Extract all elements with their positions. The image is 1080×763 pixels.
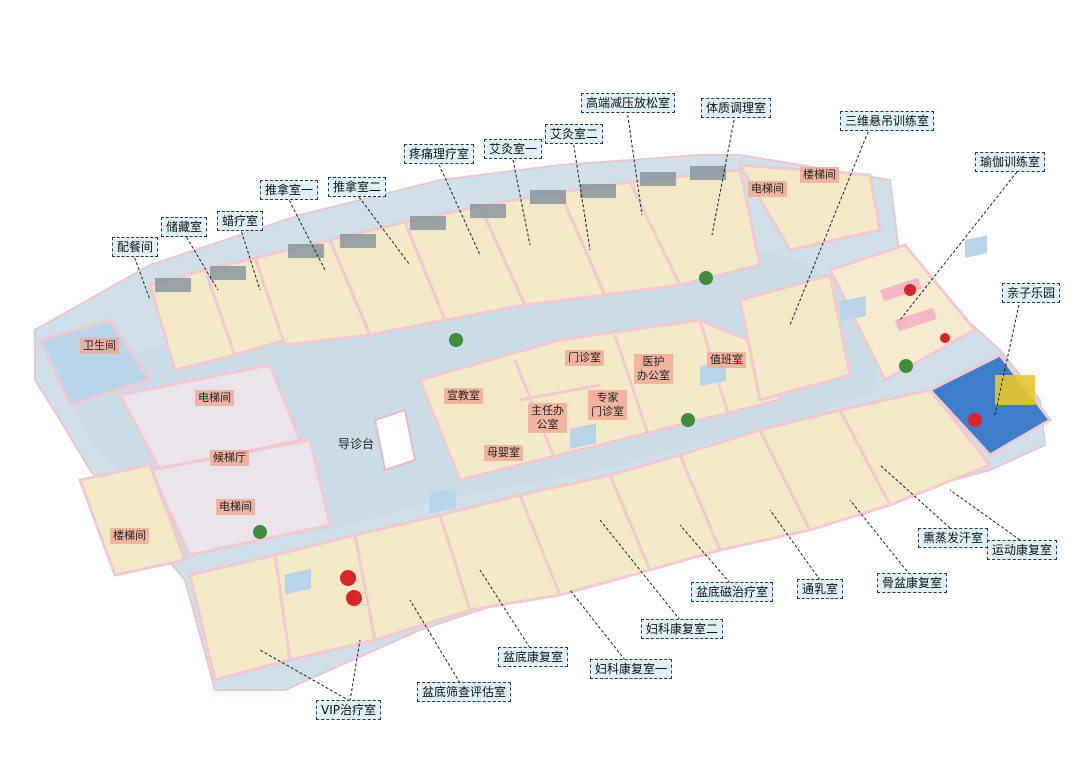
- callout-fuke2: 妇科康复室二: [641, 619, 724, 639]
- top-row-rooms: [148, 168, 762, 372]
- room-label-zhuren: 主任办 公室: [528, 403, 567, 433]
- callout-pendi-shaicha: 盆底筛查评估室: [417, 682, 512, 702]
- room-label-dianti-left2: 电梯间: [216, 499, 255, 515]
- callout-vip: VIP治疗室: [316, 700, 381, 720]
- room-label-yihu: 医护 办公室: [634, 354, 673, 384]
- callout-gupen: 骨盆康复室: [877, 573, 948, 593]
- callout-qinzi: 亲子乐园: [1002, 283, 1061, 303]
- callout-aijiu2: 艾灸室二: [545, 124, 604, 144]
- elevator-block: [117, 363, 303, 472]
- leader-lines: [132, 109, 1021, 702]
- room-label-houti: 候梯厅: [210, 450, 249, 466]
- callout-fuke1: 妇科康复室一: [590, 659, 673, 679]
- vip-chair: [346, 590, 362, 606]
- room-label-menzhen: 门诊室: [565, 350, 604, 366]
- kids-playground: [927, 353, 1053, 457]
- callout-tengtong: 疼痛理疗室: [404, 144, 475, 164]
- exercise-ball: [904, 284, 916, 296]
- callout-peican: 配餐间: [112, 237, 159, 257]
- callout-yujia: 瑜伽训练室: [975, 152, 1046, 172]
- elevator-block: [147, 438, 332, 557]
- room-label-xuanjiao: 宣教室: [444, 388, 483, 404]
- room-floor: [837, 388, 993, 507]
- room-label-weisheng: 卫生间: [80, 338, 119, 354]
- room-label-muying: 母婴室: [484, 445, 523, 461]
- toilet-room: [37, 318, 153, 407]
- vip-chair: [340, 570, 356, 586]
- room-label-dianti-left: 电梯间: [195, 390, 234, 406]
- room-label-zhiban: 值班室: [707, 352, 746, 368]
- callout-yundong: 运动康复室: [987, 540, 1058, 560]
- callout-pendi-kangfu: 盆底康复室: [498, 647, 569, 667]
- callout-tuina1: 推拿室一: [260, 180, 319, 200]
- callout-laliao: 蜡疗室: [217, 211, 264, 231]
- top-windows: [155, 166, 726, 292]
- room-label-daozhen: 导诊台: [338, 437, 375, 451]
- room-floor: [188, 553, 292, 682]
- room-label-dianti-top: 电梯间: [748, 181, 787, 197]
- room-label-louti-left: 楼梯间: [110, 528, 149, 544]
- stair-block: [77, 463, 188, 577]
- yoga-room: [827, 243, 978, 383]
- callout-gaoduan: 高端减压放松室: [581, 93, 676, 113]
- room-label-zhuanjia: 专家 门诊室: [588, 390, 627, 420]
- callout-xunzheng: 熏蒸发汗室: [918, 528, 989, 548]
- callout-tizhi: 体质调理室: [701, 98, 772, 118]
- callout-aijiu1: 艾灸室一: [484, 139, 543, 159]
- plants: [253, 271, 913, 539]
- room-label-louti-top: 楼梯间: [800, 167, 839, 183]
- callout-tongru: 通乳室: [797, 579, 844, 599]
- suspension-room: [738, 273, 852, 402]
- reception-desk: [373, 408, 417, 472]
- callout-sanwei: 三维悬吊训练室: [840, 111, 935, 131]
- bottom-bathrooms: [285, 235, 987, 595]
- exercise-ball: [940, 333, 950, 343]
- callout-chucang: 储藏室: [161, 217, 208, 237]
- bottom-row-rooms: [188, 388, 993, 682]
- callout-pendi-cizhi: 盆底磁治疗室: [691, 582, 774, 602]
- callout-tuina2: 推拿室二: [328, 177, 387, 197]
